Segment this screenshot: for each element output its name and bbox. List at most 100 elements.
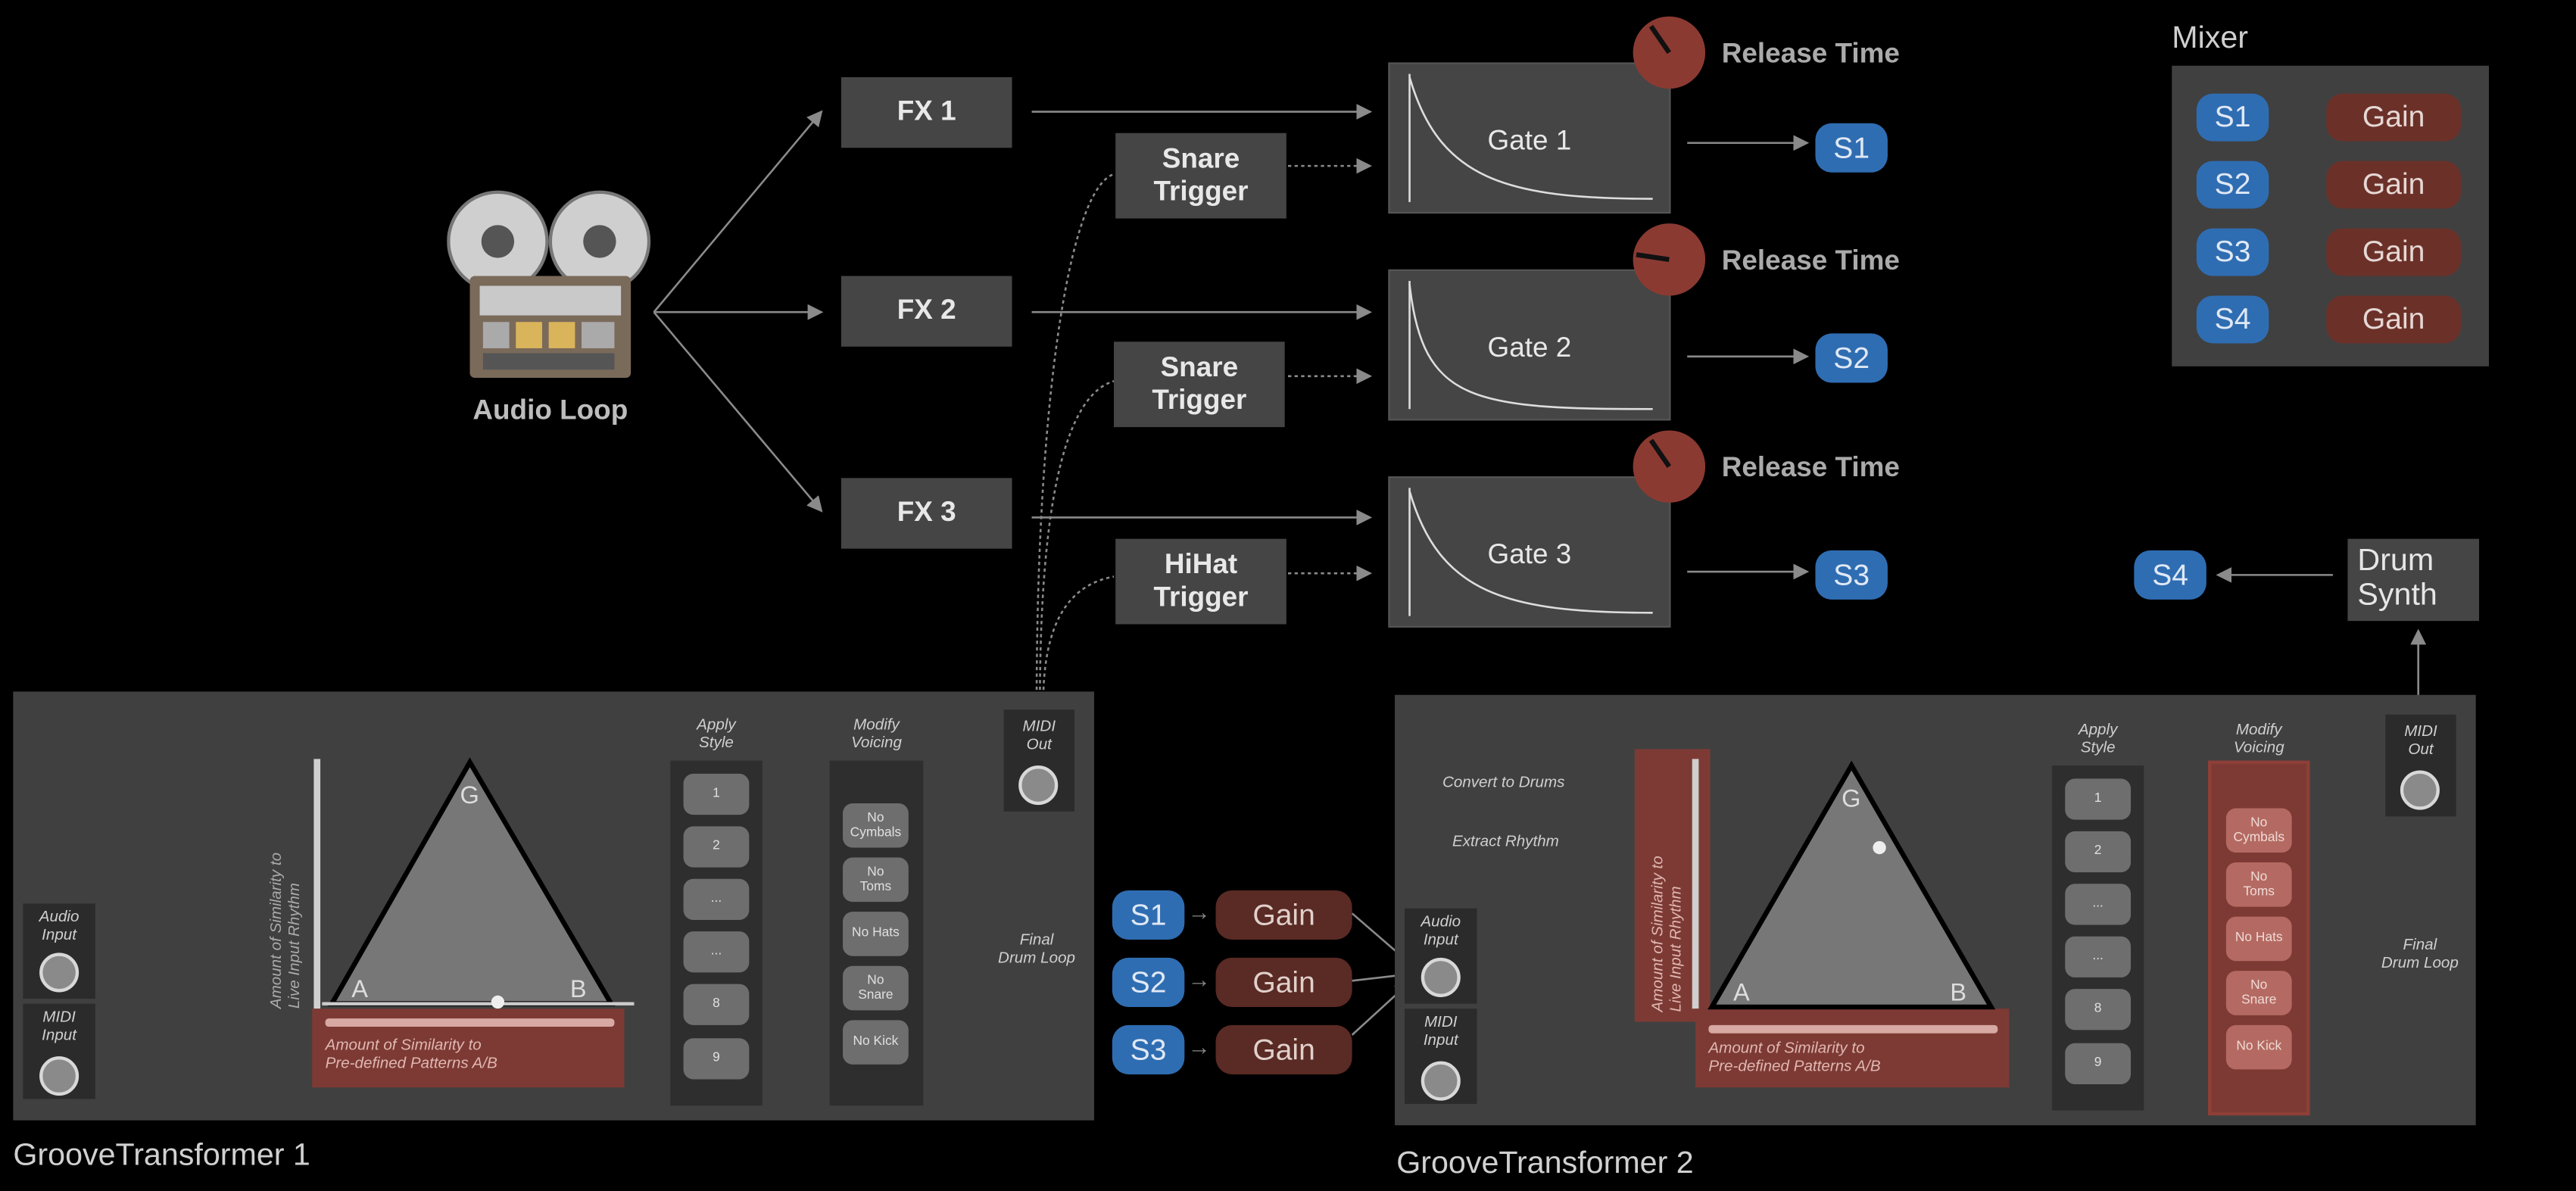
send-gain-1[interactable]: Gain: [1215, 890, 1352, 940]
gt1-style-4[interactable]: ...: [683, 931, 750, 973]
send-arrow-1: →: [1187, 898, 1212, 925]
gt1-tri-a: A: [351, 975, 369, 1004]
mixer-gain-2[interactable]: Gain: [2326, 161, 2462, 209]
mixer-title: Mixer: [2172, 21, 2249, 56]
gt1-h-label-2: Pre-defined Patterns A/B: [325, 1054, 497, 1073]
gt1-title: GrooveTransformer 1: [13, 1138, 310, 1174]
gt2-style-4[interactable]: ...: [2065, 936, 2132, 977]
trigger-2-line1: Snare: [1160, 351, 1239, 382]
gt2-vertical-label-1: Amount of Similarity to: [1649, 856, 1668, 1012]
gt2-vertical-slider[interactable]: [1692, 759, 1699, 1009]
gt2-midi-out-label: MIDI Out: [2404, 722, 2437, 759]
gt2-voicing-no-cymbals[interactable]: No Cymbals: [2225, 808, 2292, 853]
gt2-style-2[interactable]: 2: [2065, 831, 2132, 873]
send-s3: S3: [1112, 1024, 1185, 1074]
gt1-vertical-label-1: Amount of Similarity to: [267, 852, 286, 1009]
gt2-voicing-no-hats[interactable]: No Hats: [2225, 916, 2292, 962]
release-time-label-2: Release Time: [1721, 245, 1900, 276]
audio-loop-label: Audio Loop: [472, 394, 628, 426]
gt2-convert-to-drums-label: Convert to Drums: [1442, 773, 1565, 792]
gt1-voicing-no-hats[interactable]: No Hats: [843, 912, 909, 956]
gate-3-label: Gate 3: [1487, 538, 1572, 570]
gt2-tri-g: G: [1842, 785, 1861, 813]
release-knob-2[interactable]: [1633, 223, 1706, 296]
gate-2: Gate 2: [1388, 269, 1671, 421]
output-s2: S2: [1815, 333, 1888, 383]
send-s2: S2: [1112, 957, 1185, 1007]
gate-2-label: Gate 2: [1487, 332, 1572, 363]
gt1-audio-jack-icon[interactable]: [39, 952, 80, 993]
drum-synth-line2: Synth: [2357, 578, 2437, 613]
gt2-style-1[interactable]: 1: [2065, 778, 2132, 820]
gt1-style-1[interactable]: 1: [683, 773, 750, 815]
gt2-voicing-no-snare[interactable]: No Snare: [2225, 971, 2292, 1015]
gate-1: Gate 1: [1388, 62, 1671, 214]
gt2-style-5[interactable]: 8: [2065, 989, 2132, 1030]
send-gain-3[interactable]: Gain: [1215, 1024, 1352, 1074]
gt2-modify-voicing-label: Modify Voicing: [2233, 721, 2284, 758]
gt1-voicing-no-snare[interactable]: No Snare: [843, 965, 909, 1011]
output-s1: S1: [1815, 123, 1888, 173]
tape-machine-icon: [447, 187, 653, 384]
drum-synth-output-s4: S4: [2134, 550, 2206, 600]
gt2-title: GrooveTransformer 2: [1396, 1146, 1694, 1181]
gt2-midi-out-jack-icon[interactable]: [2400, 770, 2440, 810]
gt1-ab-slider[interactable]: [325, 1018, 615, 1027]
output-s3: S3: [1815, 550, 1888, 600]
gt2-h-label-1: Amount of Similarity to: [1708, 1040, 1865, 1058]
gt2-audio-input-label: Audio Input: [1421, 913, 1461, 949]
mixer-gain-1[interactable]: Gain: [2326, 93, 2462, 142]
gt1-triangle: [322, 757, 635, 1009]
gt2-h-label: Amount of Similarity to Pre-defined Patt…: [1708, 1040, 1880, 1077]
release-knob-1[interactable]: [1633, 16, 1706, 89]
gt1-voicing-no-toms[interactable]: No Toms: [843, 857, 909, 903]
gt2-audio-jack-icon[interactable]: [1421, 957, 1461, 997]
gt2-ab-slider[interactable]: [1708, 1024, 1998, 1034]
gt2-style-3[interactable]: ...: [2065, 884, 2132, 925]
gt1-style-3[interactable]: ...: [683, 878, 750, 920]
gt2-similarity-bar: [1695, 1009, 2010, 1088]
trigger-1-line1: Snare: [1162, 142, 1240, 174]
trigger-1-box: Snare Trigger: [1115, 133, 1286, 219]
gt2-style-6[interactable]: 9: [2065, 1043, 2132, 1084]
gt1-style-6[interactable]: 9: [683, 1038, 750, 1080]
send-arrow-3: →: [1187, 1033, 1212, 1060]
trigger-1-line2: Trigger: [1153, 176, 1249, 207]
fx-1-box: FX 1: [840, 76, 1012, 148]
fx-3-box: FX 3: [840, 478, 1012, 549]
gt1-h-label: Amount of Similarity to Pre-defined Patt…: [325, 1037, 497, 1074]
gt1-audio-input-label: Audio Input: [39, 908, 80, 945]
gt1-vertical-slider[interactable]: [313, 759, 321, 1009]
gt2-tri-a: A: [1732, 979, 1750, 1007]
send-gain-2[interactable]: Gain: [1215, 957, 1352, 1007]
gt2-voicing-no-kick[interactable]: No Kick: [2225, 1024, 2292, 1070]
mixer-gain-3[interactable]: Gain: [2326, 228, 2462, 276]
gt2-vertical-label-2: Live Input Rhythm: [1667, 886, 1686, 1012]
gate-3: Gate 3: [1388, 476, 1671, 628]
gt1-voicing-no-cymbals[interactable]: No Cymbals: [843, 803, 909, 848]
gt1-modify-voicing-label: Modify Voicing: [851, 716, 902, 753]
gt1-style-2[interactable]: 2: [683, 826, 750, 868]
mixer-gain-4[interactable]: Gain: [2326, 295, 2462, 344]
release-knob-3[interactable]: [1633, 430, 1706, 503]
gt2-voicing-no-toms[interactable]: No Toms: [2225, 862, 2292, 907]
gt1-final-loop-label: Final Drum Loop: [998, 931, 1076, 968]
gt1-apply-style-label: Apply Style: [697, 716, 736, 753]
gt1-tri-b: B: [569, 975, 587, 1004]
gt1-style-5[interactable]: 8: [683, 984, 750, 1025]
gt1-midi-out-jack-icon[interactable]: [1018, 765, 1059, 806]
gt1-midi-in-jack-icon[interactable]: [39, 1056, 80, 1096]
gt1-voicing-no-kick[interactable]: No Kick: [843, 1020, 909, 1065]
gt2-apply-style-label: Apply Style: [2078, 721, 2118, 758]
release-time-label-1: Release Time: [1721, 37, 1900, 70]
gt2-midi-in-jack-icon[interactable]: [1421, 1061, 1461, 1101]
gt1-h-label-1: Amount of Similarity to: [325, 1037, 482, 1055]
mixer-s4: S4: [2196, 295, 2269, 344]
drum-synth-line1: Drum: [2357, 544, 2434, 578]
trigger-3-line1: HiHat: [1164, 547, 1238, 580]
mixer-s2: S2: [2196, 161, 2269, 209]
gt2-midi-input-label: MIDI Input: [1423, 1013, 1458, 1050]
mixer-s1: S1: [2196, 93, 2269, 142]
gt1-vertical-label: Amount of Similarity to Live Input Rhyth…: [267, 852, 305, 1009]
